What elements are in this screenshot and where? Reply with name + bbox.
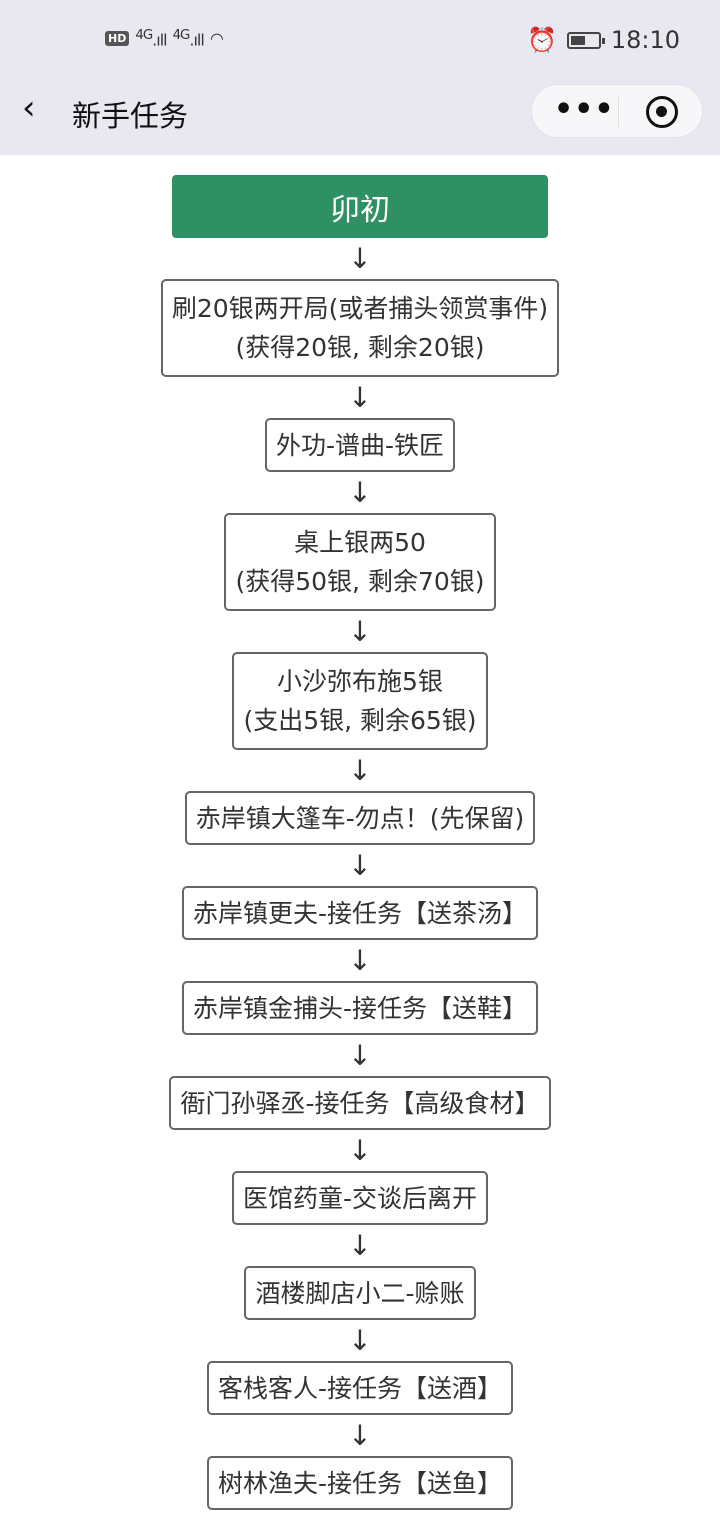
flow-step-text: 客栈客人-接任务【送酒】 <box>217 1373 503 1403</box>
flow-step-text: 酒楼脚店小二-赊账 <box>255 1278 465 1308</box>
flow-header: 卯初 <box>172 175 548 238</box>
flow-step-text: (获得20银, 剩余20银) <box>235 333 485 362</box>
more-button[interactable]: ••• <box>554 92 615 127</box>
close-target-icon[interactable] <box>646 96 678 128</box>
hd-icon: HD <box>105 31 130 47</box>
flow-step: 衙门孙驿丞-接任务【高级食材】 <box>169 1076 551 1130</box>
flow-step: 赤岸镇大篷车-勿点！(先保留) <box>184 791 536 845</box>
signal-icon: 4G.ıll <box>172 28 205 50</box>
battery-icon <box>566 31 605 49</box>
down-arrow-icon: ↓ <box>348 242 372 275</box>
page-title: 新手任务 <box>72 99 189 133</box>
status-icons-right: ⏰ 18:10 <box>527 26 680 54</box>
down-arrow-icon: ↓ <box>348 476 372 509</box>
flowchart: 卯初 ↓ 刷20银两开局(或者捕头领赏事件) (获得20银, 剩余20银) ↓ 外功-谱… <box>0 175 720 1510</box>
flow-step-text: 小沙弥布施5银 <box>277 667 443 696</box>
alarm-icon: ⏰ <box>526 26 557 54</box>
flow-step: 赤岸镇更夫-接任务【送茶汤】 <box>181 886 539 940</box>
flow-step-text: 外功-谱曲-铁匠 <box>275 430 445 460</box>
flow-step: 客栈客人-接任务【送酒】 <box>206 1361 514 1415</box>
clock: 18:10 <box>610 26 680 54</box>
down-arrow-icon: ↓ <box>348 615 372 648</box>
flow-step-text: 医馆药童-交谈后离开 <box>242 1183 478 1213</box>
divider <box>618 97 619 127</box>
flow-step-text: 赤岸镇大篷车-勿点！(先保留) <box>195 803 525 833</box>
flow-step: 赤岸镇金捕头-接任务【送鞋】 <box>181 981 539 1035</box>
flow-step-text: 衙门孙驿丞-接任务【高级食材】 <box>180 1088 540 1118</box>
flow-step: 医馆药童-交谈后离开 <box>231 1171 489 1225</box>
wifi-icon: ◠ <box>209 29 224 49</box>
mini-program-capsule: ••• <box>531 84 703 138</box>
back-button[interactable]: ‹ <box>22 88 36 128</box>
flow-step: 酒楼脚店小二-赊账 <box>244 1266 476 1320</box>
flow-step: 桌上银两50 (获得50银, 剩余70银) <box>224 513 496 611</box>
down-arrow-icon: ↓ <box>348 1419 372 1452</box>
signal-icon: 4G.ıll <box>135 28 167 50</box>
down-arrow-icon: ↓ <box>348 754 372 787</box>
flow-step-text: 赤岸镇金捕头-接任务【送鞋】 <box>192 993 528 1023</box>
flow-step-text: 赤岸镇更夫-接任务【送茶汤】 <box>192 898 528 928</box>
flow-step: 树林渔夫-接任务【送鱼】 <box>206 1456 514 1510</box>
flow-step: 外功-谱曲-铁匠 <box>264 418 456 472</box>
down-arrow-icon: ↓ <box>348 1039 372 1072</box>
down-arrow-icon: ↓ <box>348 381 372 414</box>
flow-step: 刷20银两开局(或者捕头领赏事件) (获得20银, 剩余20银) <box>160 279 560 377</box>
flow-step: 小沙弥布施5银 (支出5银, 剩余65银) <box>232 652 488 750</box>
down-arrow-icon: ↓ <box>348 1229 372 1262</box>
flow-step-text: 桌上银两50 <box>294 528 426 557</box>
flow-step-text: (获得50银, 剩余70银) <box>235 567 485 596</box>
status-icons-left: HD 4G.ıll 4G.ıll ◠ <box>105 28 224 50</box>
top-bar: HD 4G.ıll 4G.ıll ◠ ⏰ 18:10 ‹ 新手任务 ••• <box>0 0 720 155</box>
down-arrow-icon: ↓ <box>348 849 372 882</box>
down-arrow-icon: ↓ <box>348 1324 372 1357</box>
flow-step-text: 树林渔夫-接任务【送鱼】 <box>217 1468 503 1498</box>
down-arrow-icon: ↓ <box>348 1134 372 1167</box>
flow-step-text: (支出5银, 剩余65银) <box>243 706 477 735</box>
flow-step-text: 刷20银两开局(或者捕头领赏事件) <box>171 294 549 323</box>
down-arrow-icon: ↓ <box>348 944 372 977</box>
